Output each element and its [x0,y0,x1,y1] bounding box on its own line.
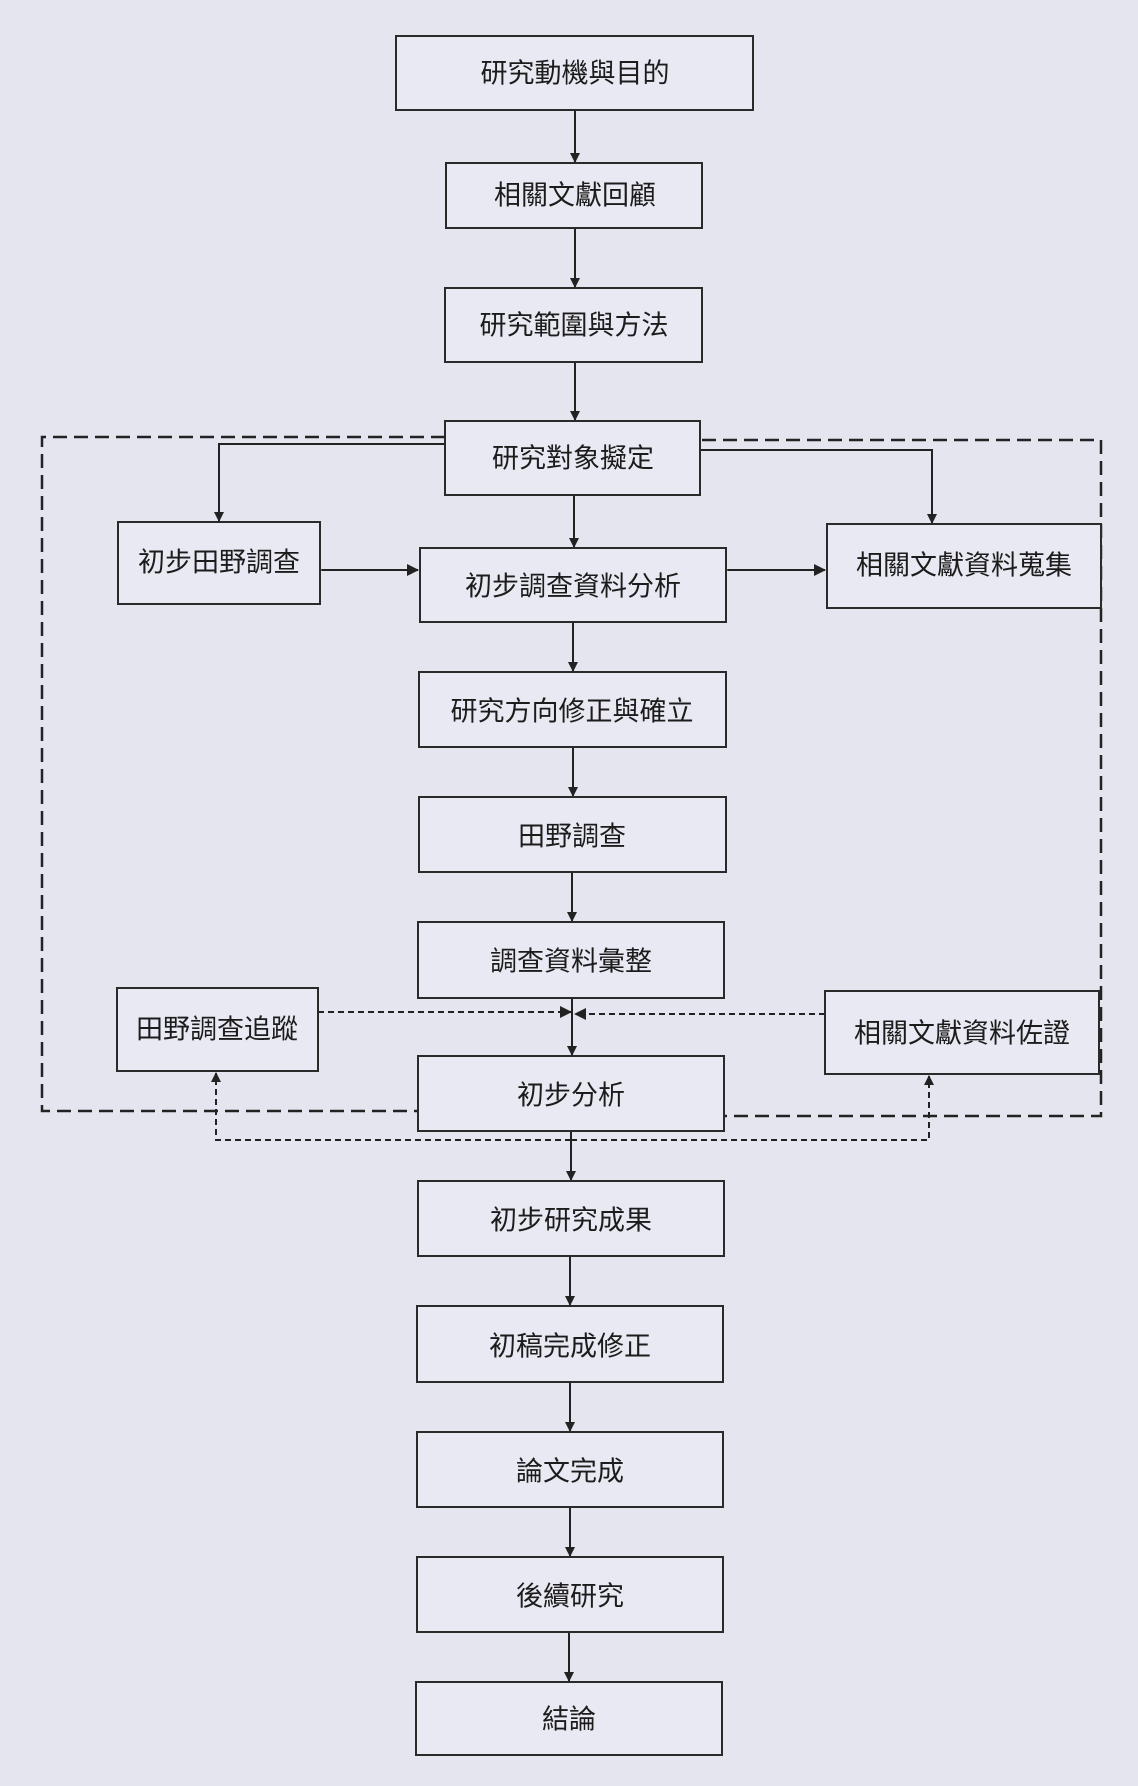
node-label: 田野調查 [518,822,626,853]
node-direction: 研究方向修正與確立 [418,671,727,748]
node-label: 相關文獻資料佐證 [854,1019,1070,1050]
branch-arrow-left [214,443,445,522]
node-label: 調查資料彙整 [490,947,652,978]
node-label: 初步調查資料分析 [465,572,681,603]
node-compile: 調查資料彙整 [417,921,725,999]
dotted-return-loop [211,1072,571,1141]
node-draft: 初稿完成修正 [416,1305,724,1383]
node-prelim-field: 初步田野調查 [117,521,321,605]
node-label: 相關文獻回顧 [494,181,656,212]
node-future: 後續研究 [416,1556,724,1633]
node-label: 研究方向修正與確立 [451,697,694,728]
node-label: 初步田野調查 [138,548,300,579]
node-label: 研究對象擬定 [492,444,654,475]
node-conclusion: 結論 [415,1681,723,1756]
branch-arrow-right [700,449,937,524]
node-label: 後續研究 [516,1582,624,1613]
node-subject: 研究對象擬定 [444,420,701,496]
node-label: 初步分析 [517,1081,625,1112]
dashed-loop-frame-right [702,438,1103,1118]
node-label: 初步研究成果 [490,1206,652,1237]
node-lit-verify: 相關文獻資料佐證 [824,990,1100,1075]
node-label: 研究範圍與方法 [480,311,669,342]
node-label: 相關文獻資料蒐集 [856,551,1072,582]
node-label: 初稿完成修正 [489,1332,651,1363]
node-prelim-analysis: 初步分析 [417,1055,725,1132]
node-label: 結論 [542,1705,596,1736]
node-scope: 研究範圍與方法 [444,287,703,363]
node-lit-collect: 相關文獻資料蒐集 [826,523,1102,609]
node-label: 研究動機與目的 [481,59,670,90]
dashed-loop-frame [40,435,445,1113]
node-prelim-results: 初步研究成果 [417,1180,725,1257]
node-label: 田野調查追蹤 [136,1015,298,1046]
node-label: 論文完成 [516,1457,624,1488]
node-literature: 相關文獻回顧 [445,162,703,229]
node-prelim-data-analysis: 初步調查資料分析 [419,547,727,623]
node-field: 田野調查 [418,796,727,873]
node-field-track: 田野調查追蹤 [116,987,319,1072]
node-thesis: 論文完成 [416,1431,724,1508]
node-motivation: 研究動機與目的 [395,35,754,111]
dotted-return-loop-right [571,1075,934,1141]
